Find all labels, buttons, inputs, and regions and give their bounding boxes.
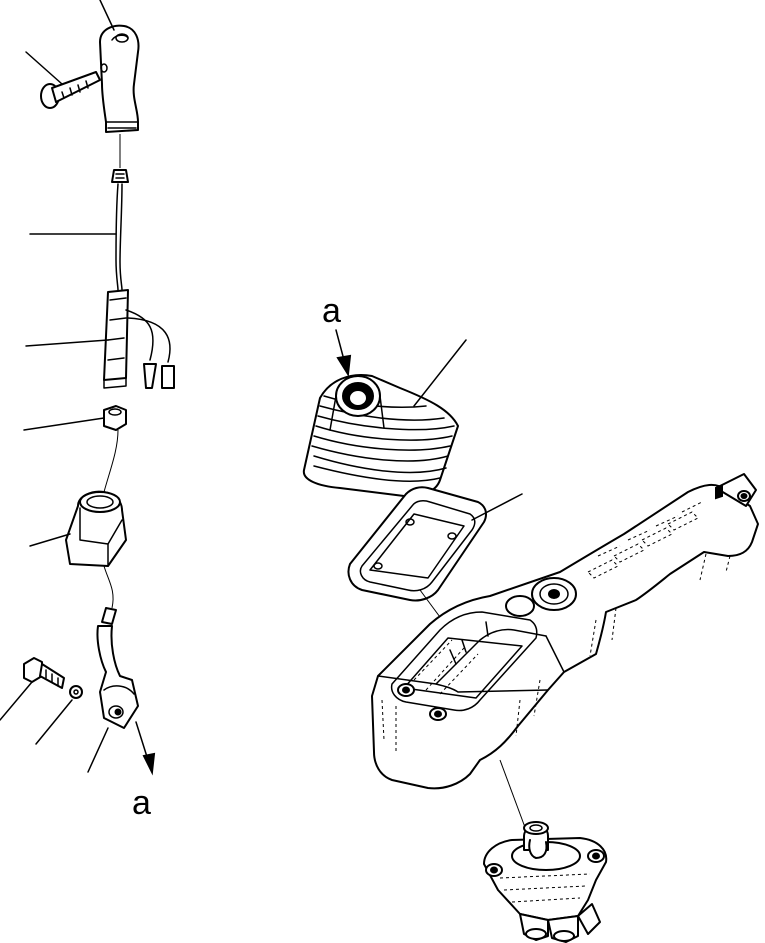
hex-nut [103, 405, 127, 431]
assembly-centerline-3 [103, 565, 114, 609]
nut-leader-line [23, 417, 105, 431]
lever-bolt [23, 657, 65, 689]
lever-leader-line [87, 727, 109, 773]
lower-callout-arrow [135, 721, 156, 776]
boot-leader-line [413, 339, 467, 407]
assembly-centerline-2 [103, 429, 119, 493]
washer-leader-line [35, 699, 73, 745]
callout-a-upper: a [322, 292, 341, 330]
switch-leader-line [25, 339, 109, 347]
lever-knob [99, 24, 140, 133]
boot-plate [347, 486, 487, 602]
lock-washer [69, 685, 83, 699]
console-centerline [499, 759, 527, 831]
callout-a-lower: a [132, 784, 151, 822]
lever-adapter [65, 490, 127, 567]
upper-callout-arrow [335, 329, 352, 377]
rubber-boot [302, 374, 459, 498]
knob-screw [40, 71, 101, 109]
control-console [371, 473, 759, 790]
switch-wire-harness [103, 169, 175, 389]
plate-leader-line [471, 493, 523, 521]
screw-leader-line [25, 51, 63, 85]
adapter-leader-line [29, 533, 71, 547]
bolt-leader-line [0, 681, 33, 721]
knob-leader-line [99, 0, 115, 31]
pilot-valve [483, 821, 608, 943]
control-lever [96, 607, 139, 729]
